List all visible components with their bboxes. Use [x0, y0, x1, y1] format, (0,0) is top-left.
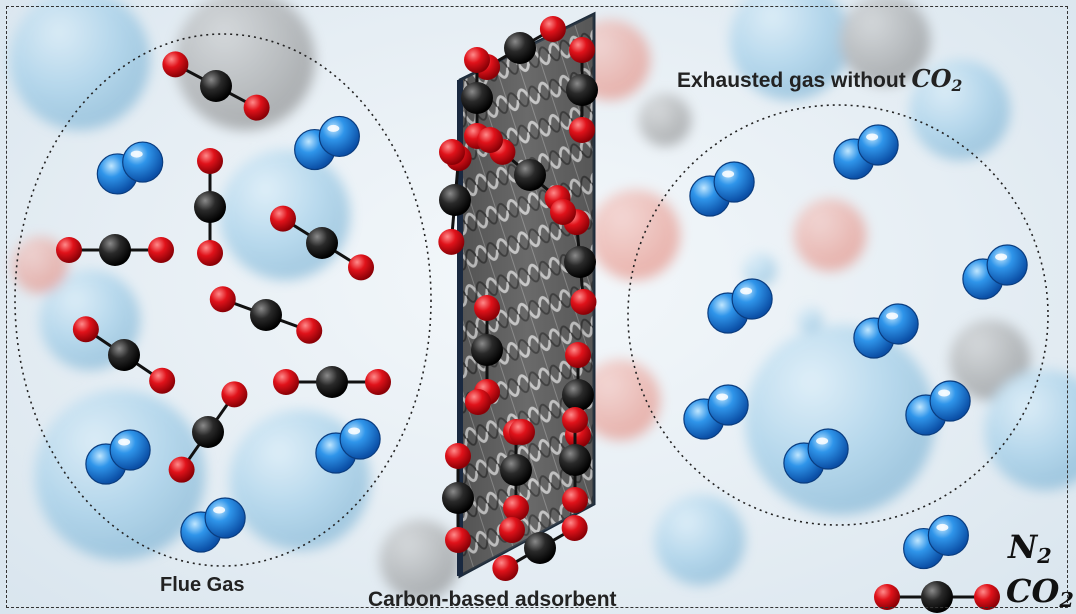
co2-molecule: [194, 148, 226, 266]
legend-co2-molecule: [874, 581, 1000, 613]
adsorbed-co2: [492, 515, 588, 581]
adsorbed-co2: [566, 37, 598, 143]
exhausted-gas-label: Exhausted gas without CO2: [677, 64, 962, 95]
legend-co2-main: CO: [1006, 572, 1060, 610]
adsorbed-oxygen-atom: [550, 199, 576, 225]
flue-gas-region: [14, 33, 432, 567]
n2-molecule: [294, 115, 360, 171]
flue-gas-label: Flue Gas: [160, 574, 245, 596]
adsorbed-oxygen-atom: [439, 139, 465, 165]
n2-molecule: [905, 380, 971, 436]
adsorbed-co2: [442, 443, 474, 553]
adsorbed-oxygen-atom: [477, 127, 503, 153]
n2-molecule: [683, 384, 749, 440]
co2-molecule: [162, 51, 270, 121]
n2-molecule: [783, 428, 849, 484]
adsorbed-co2: [559, 407, 591, 513]
co2-molecule: [273, 366, 391, 398]
exhausted-gas-formula: CO2: [911, 64, 963, 95]
n2-molecule: [707, 278, 773, 334]
legend-n2-main: N: [1008, 528, 1038, 566]
n2-molecule: [833, 124, 899, 180]
legend-n2-sub: 2: [1037, 543, 1052, 569]
n2-molecule: [315, 418, 381, 474]
co2-molecule: [56, 234, 174, 266]
exhausted-gas-text: Exhausted gas without: [677, 69, 912, 92]
legend-n2-label: N2: [1008, 528, 1052, 568]
exhausted-formula-main: CO: [911, 64, 952, 93]
adsorbed-co2: [471, 295, 503, 405]
adsorbed-oxygen-atom: [509, 419, 535, 445]
legend-n2-molecule: [903, 514, 969, 570]
legend-co2-label: CO2: [1006, 572, 1074, 612]
exhausted-gas-region: [627, 104, 1049, 526]
n2-molecule: [96, 141, 164, 195]
adsorbed-co2: [489, 138, 571, 212]
co2-molecule: [209, 286, 323, 344]
molecules-layer: [56, 16, 1028, 613]
n2-molecule: [85, 429, 151, 485]
adsorbed-oxygen-atom: [499, 517, 525, 543]
co2-molecule: [269, 205, 375, 281]
co2-molecule: [168, 381, 248, 483]
n2-molecule: [180, 497, 246, 553]
co2-molecule: [72, 316, 176, 394]
n2-molecule: [853, 303, 919, 359]
adsorbed-oxygen-atom: [465, 389, 491, 415]
adsorbent-label: Carbon-based adsorbent: [368, 588, 617, 611]
exhausted-formula-sub: 2: [951, 75, 963, 95]
legend-co2-sub: 2: [1059, 587, 1074, 613]
n2-molecule: [962, 244, 1028, 300]
n2-molecule: [689, 161, 755, 217]
